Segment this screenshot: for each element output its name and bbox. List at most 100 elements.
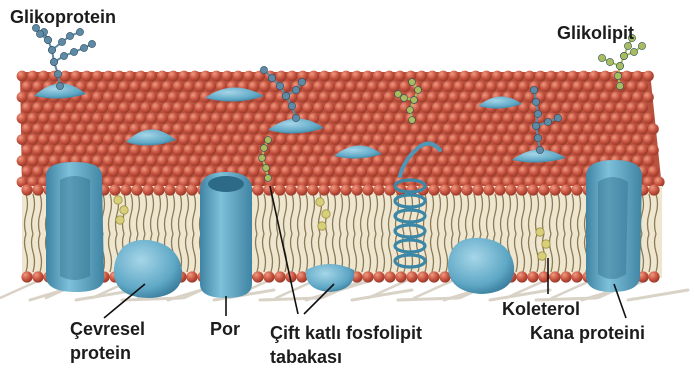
phospholipid-head	[200, 113, 211, 124]
phospholipid-head	[449, 113, 460, 124]
sugar-bead	[80, 44, 87, 51]
phospholipid-head	[341, 134, 352, 145]
phospholipid-head	[281, 145, 292, 156]
phospholipid-head	[319, 71, 330, 82]
phospholipid-head	[285, 184, 296, 195]
phospholipid-head	[146, 155, 157, 166]
phospholipid-head	[131, 184, 142, 195]
phospholipid-head	[551, 102, 562, 113]
filament	[552, 280, 592, 298]
phospholipid-head	[578, 113, 589, 124]
phospholipid-head	[329, 184, 340, 195]
phospholipid-head	[362, 271, 373, 282]
cholesterol-molecule	[120, 206, 128, 214]
phospholipid-head	[524, 71, 535, 82]
phospholipid-head	[416, 71, 427, 82]
phospholipid-head	[346, 81, 357, 92]
phospholipid-head	[648, 145, 659, 156]
phospholipid-head	[168, 92, 179, 103]
sugar-bead	[616, 62, 623, 69]
phospholipid-head	[497, 124, 508, 135]
phospholipid-head	[351, 92, 362, 103]
phospholipid-head	[600, 92, 611, 103]
phospholipid-head	[428, 271, 439, 282]
phospholipid-head	[583, 81, 594, 92]
phospholipid-head	[324, 81, 335, 92]
phospholipid-head	[373, 92, 384, 103]
phospholipid-head	[516, 184, 527, 195]
phospholipid-head	[211, 71, 222, 82]
phospholipid-head	[21, 271, 32, 282]
phospholipid-head	[27, 92, 38, 103]
phospholipid-head	[551, 81, 562, 92]
phospholipid-head	[184, 145, 195, 156]
phospholipid-head	[125, 155, 136, 166]
phospholipid-head	[130, 81, 141, 92]
sugar-bead	[554, 114, 561, 121]
phospholipid-head	[454, 145, 465, 156]
sugar-bead	[282, 92, 289, 99]
phospholipid-head	[233, 134, 244, 145]
phospholipid-head	[384, 271, 395, 282]
phospholipid-head	[92, 71, 103, 82]
phospholipid-head	[546, 71, 557, 82]
phospholipid-head	[341, 113, 352, 124]
sugar-bead	[544, 118, 551, 125]
phospholipid-head	[27, 155, 38, 166]
phospholipid-head	[470, 113, 481, 124]
phospholipid-head	[265, 92, 276, 103]
phospholipid-head	[470, 71, 481, 82]
phospholipid-head	[416, 113, 427, 124]
phospholipid-head	[162, 102, 173, 113]
phospholipid-head	[270, 102, 281, 113]
phospholipid-head	[529, 166, 540, 177]
phospholipid-head	[108, 102, 119, 113]
phospholipid-head	[200, 134, 211, 145]
phospholipid-head	[621, 92, 632, 103]
sugar-bead	[411, 97, 418, 104]
phospholipid-head	[572, 81, 583, 92]
sugar-bead	[407, 107, 414, 114]
phospholipid-head	[151, 81, 162, 92]
phospholipid-head	[600, 71, 611, 82]
sugar-bead	[265, 175, 272, 182]
phospholipid-head	[81, 134, 92, 145]
phospholipid-head	[22, 124, 33, 135]
sugar-bead	[288, 102, 295, 109]
phospholipid-head	[211, 155, 222, 166]
phospholipid-head	[335, 102, 346, 113]
phospholipid-head	[481, 113, 492, 124]
label-channel-protein: Kana proteini	[530, 322, 645, 344]
phospholipid-head	[421, 166, 432, 177]
phospholipid-head	[76, 102, 87, 113]
phospholipid-head	[330, 71, 341, 82]
phospholipid-head	[605, 102, 616, 113]
phospholipid-head	[378, 124, 389, 135]
sugar-bead	[58, 38, 65, 45]
phospholipid-head	[346, 124, 357, 135]
phospholipid-head	[86, 102, 97, 113]
phospholipid-head	[611, 113, 622, 124]
phospholipid-head	[578, 71, 589, 82]
sugar-bead	[56, 82, 63, 89]
phospholipid-head	[356, 81, 367, 92]
phospholipid-head	[389, 102, 400, 113]
phospholipid-head	[518, 124, 529, 135]
phospholipid-head	[307, 184, 318, 195]
phospholipid-head	[17, 155, 28, 166]
phospholipid-head	[449, 71, 460, 82]
phospholipid-head	[632, 71, 643, 82]
phospholipid-head	[497, 166, 508, 177]
phospholipid-head	[81, 71, 92, 82]
phospholipid-head	[524, 134, 535, 145]
phospholipid-head	[540, 81, 551, 92]
phospholipid-head	[356, 124, 367, 135]
phospholipid-head	[464, 124, 475, 135]
phospholipid-head	[438, 92, 449, 103]
phospholipid-head	[626, 124, 637, 135]
phospholipid-head	[146, 92, 157, 103]
phospholipid-head	[632, 113, 643, 124]
phospholipid-head	[97, 81, 108, 92]
phospholipid-head	[162, 145, 173, 156]
cholesterol-molecule	[318, 222, 326, 230]
